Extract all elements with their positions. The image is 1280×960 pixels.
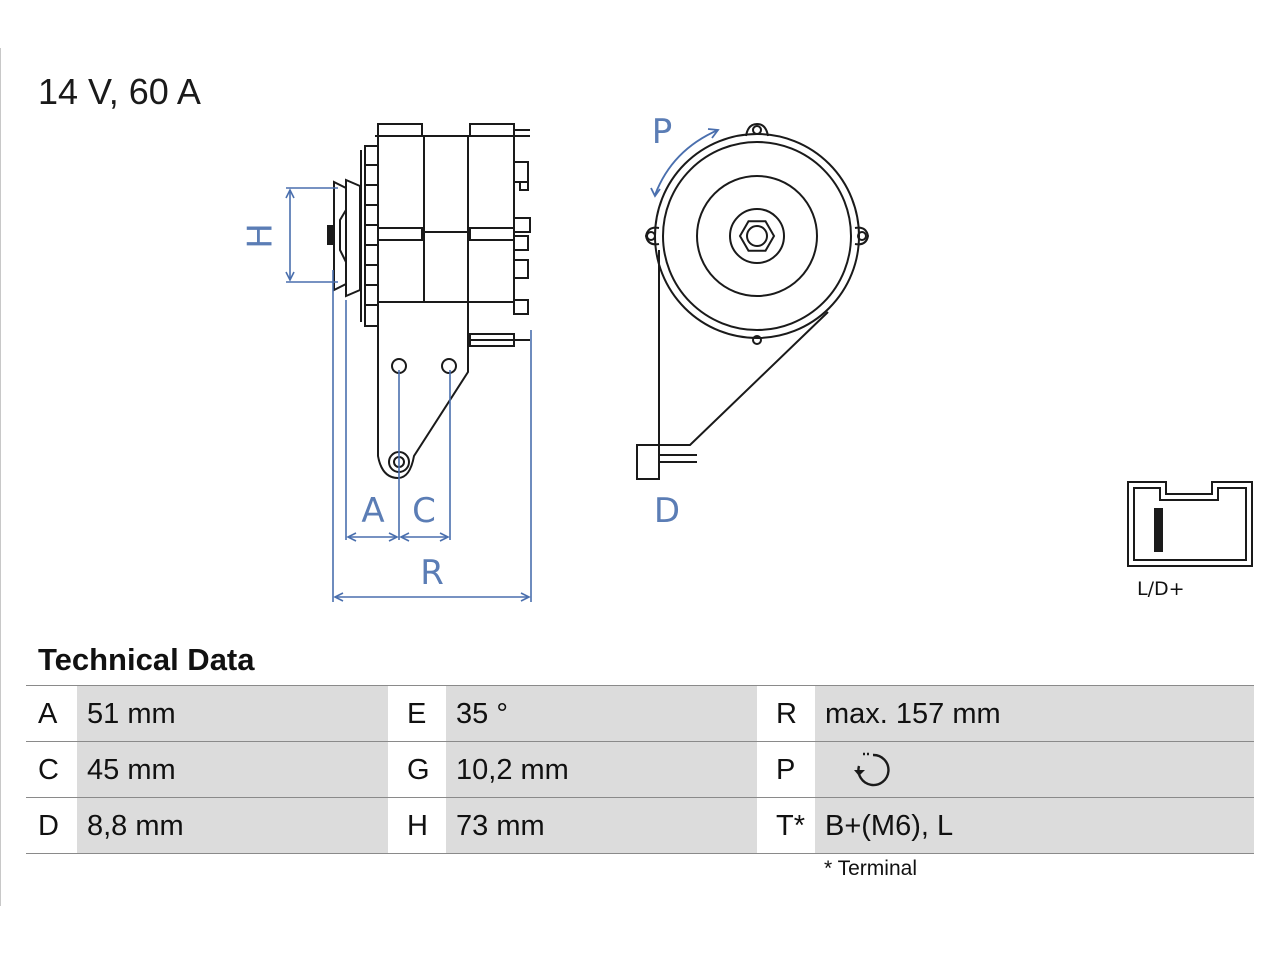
page-title: 14 V, 60 A [38,71,201,112]
param-value: B+(M6), L [815,798,1254,853]
table-row: C 45 mm G 10,2 mm P [26,741,1254,797]
param-value: 10,2 mm [446,742,757,797]
table-row: A 51 mm E 35 ° R max. 157 mm [26,685,1254,741]
param-key: R [767,686,815,741]
dimension-label-a: A [361,491,384,531]
param-key: G [398,742,446,797]
param-key: D [26,798,77,853]
technical-data-table: A 51 mm E 35 ° R max. 157 mm C 45 mm G 1… [26,685,1254,854]
table-row: D 8,8 mm H 73 mm T* B+(M6), L [26,797,1254,854]
param-value: 73 mm [446,798,757,853]
param-value-rotation [815,742,1254,797]
connector-symbol [1127,481,1253,567]
param-value: 51 mm [77,686,388,741]
alternator-drawing: H A C R P D L/D+ [241,112,1253,602]
param-key: C [26,742,77,797]
param-value: max. 157 mm [815,686,1254,741]
param-key: T* [767,798,815,853]
param-key: A [26,686,77,741]
clockwise-rotation-icon [854,752,890,787]
dimension-label-r: R [420,553,444,593]
terminal-footnote: * Terminal [824,857,917,880]
connector-label: L/D+ [1137,578,1185,600]
param-key: E [398,686,446,741]
dimension-label-d: D [654,491,680,531]
dimension-lines [285,187,532,602]
param-key: H [398,798,446,853]
dimension-label-p: P [652,112,673,152]
dimension-label-c: C [412,491,436,531]
dimension-label-h: H [241,223,281,249]
alternator-front-view [636,122,870,480]
alternator-side-view [327,123,531,480]
param-key: P [767,742,815,797]
rotation-arrow [650,128,720,198]
param-value: 8,8 mm [77,798,388,853]
technical-data-heading: Technical Data [38,642,255,677]
param-value: 45 mm [77,742,388,797]
param-value: 35 ° [446,686,757,741]
page-left-border [0,48,1,906]
